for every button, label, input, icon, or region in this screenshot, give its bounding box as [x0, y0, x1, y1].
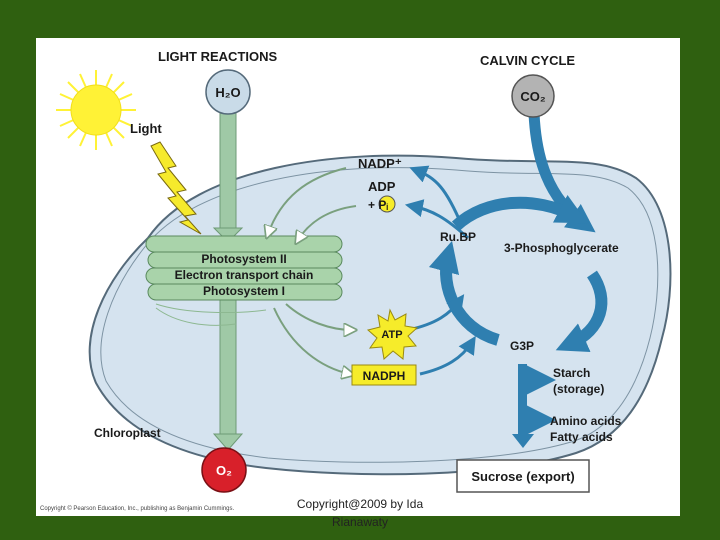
light-label: Light — [130, 121, 162, 136]
calvin-cycle-heading: CALVIN CYCLE — [480, 53, 575, 68]
atp-output-arrow — [285, 303, 352, 330]
chloroplast-inner-membrane — [100, 167, 659, 463]
phosphate-label: + Pᵢ — [368, 198, 388, 212]
o2-label: O₂ — [216, 463, 232, 478]
cycle-arrow-to-3pg — [451, 194, 588, 231]
amino-acids-label: Amino acids — [550, 414, 622, 428]
chloroplast-label: Chloroplast — [94, 426, 161, 440]
storage-label: (storage) — [553, 382, 604, 396]
sun-icon — [56, 70, 136, 150]
photosynthesis-diagram: LIGHT REACTIONS CALVIN CYCLE H₂O CO₂ O₂ … — [40, 49, 672, 512]
nadph-box — [351, 364, 417, 386]
thylakoid-line-2: Electron transport chain — [175, 268, 314, 282]
thylakoid-line-1: Photosystem II — [201, 252, 286, 266]
h2o-label: H₂O — [215, 85, 240, 100]
sucrose-label: Sucrose (export) — [471, 469, 574, 484]
atp-label: ATP — [381, 329, 402, 341]
water-flow-arrowhead — [212, 227, 244, 243]
diagram-panel: LIGHT REACTIONS CALVIN CYCLE H₂O CO₂ O₂ … — [36, 38, 680, 516]
phosphoglycerate-label: 3-Phosphoglycerate — [504, 241, 619, 255]
oxygen-flow-arrowhead — [212, 433, 244, 451]
co2-label: CO₂ — [520, 89, 546, 104]
publisher-credit: Copyright © Pearson Education, Inc., pub… — [40, 505, 235, 512]
nadp-input-arrow — [268, 167, 347, 234]
nadp-return-arrow — [409, 165, 464, 227]
h2o-circle — [205, 69, 251, 115]
co2-circle — [511, 74, 555, 118]
lightning-bolt-icon — [150, 141, 202, 235]
o2-circle — [201, 447, 247, 493]
g3p-output-stem — [518, 364, 527, 436]
copyright-notice: Copyright@2009 by Ida Rianawaty — [250, 495, 470, 531]
starch-label: Starch — [553, 366, 590, 380]
atp-star-icon — [366, 308, 419, 360]
cycle-arrow-to-g3p — [555, 270, 608, 353]
fatty-acids-label: Fatty acids — [550, 430, 613, 444]
sucrose-box — [456, 459, 590, 493]
copyright-line-2: Rianawaty — [331, 515, 389, 529]
rubp-label: Ru.BP — [440, 230, 476, 244]
thylakoid-stack — [145, 235, 343, 326]
water-flow-arrow — [219, 101, 237, 235]
adp-return-arrow — [404, 199, 470, 240]
phosphate-circle — [378, 195, 396, 213]
adp-input-arrow — [298, 205, 357, 240]
adp-label: ADP — [368, 179, 396, 194]
light-reactions-heading: LIGHT REACTIONS — [158, 49, 277, 64]
nadph-output-arrow — [273, 307, 350, 374]
nadph-label: NADPH — [363, 369, 406, 383]
nadp-label: NADP⁺ — [358, 156, 402, 171]
nadph-to-cycle-arrow — [419, 335, 476, 376]
sucrose-output-arrowhead — [512, 434, 534, 448]
copyright-line-1: Copyright@2009 by Ida — [296, 497, 424, 511]
thylakoid-line-3: Photosystem I — [203, 284, 285, 298]
g3p-label: G3P — [510, 339, 534, 353]
